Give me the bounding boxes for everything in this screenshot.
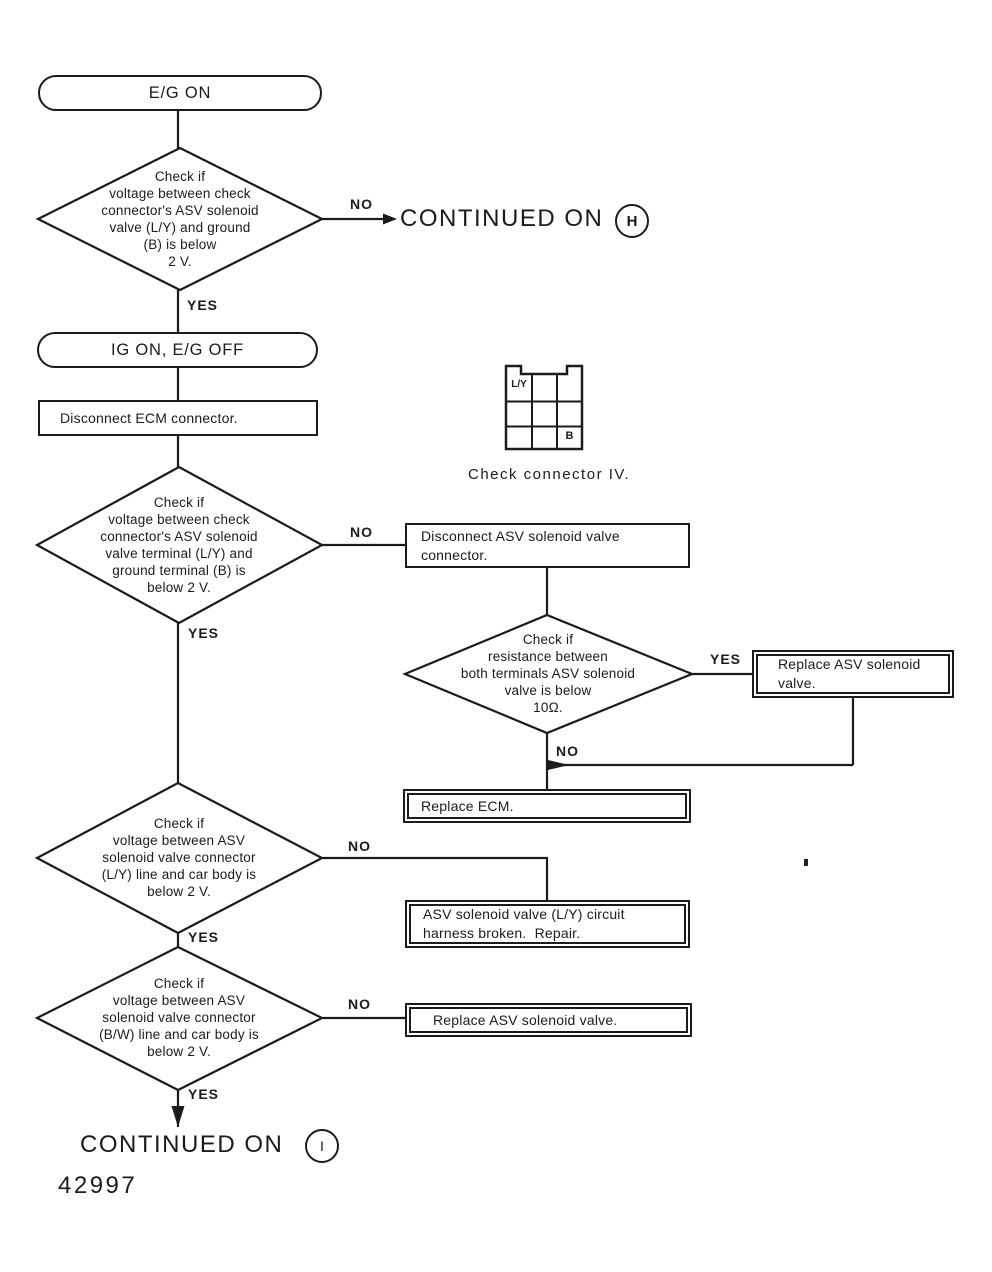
replace-valve2-box: Replace ASV solenoid valve.	[405, 1003, 692, 1037]
start-terminal-label: E/G ON	[148, 83, 212, 102]
arrowhead-continued-i	[171, 1106, 185, 1127]
disconnect-asv-box: Disconnect ASV solenoid valve connector.	[405, 523, 690, 568]
scan-artifact-speck	[804, 859, 808, 866]
check4-text: Check if voltage between ASV solenoid va…	[101, 816, 257, 899]
continued-h-ref-letter: H	[626, 212, 638, 230]
start-terminal: E/G ON	[38, 75, 322, 111]
check2-yes-label: YES	[188, 625, 220, 641]
arrowhead-merge	[548, 760, 569, 770]
check2-diamond	[34, 465, 325, 625]
check4-yes-label: YES	[188, 929, 220, 945]
continued-h-label: CONTINUED ON	[400, 205, 604, 232]
check3-no-label: NO	[556, 743, 579, 759]
check2-text: Check if voltage between check connector…	[100, 495, 258, 595]
continued-i-ref-circle: I	[305, 1129, 339, 1163]
connector-cell-ly-label: L/Y	[511, 379, 527, 390]
check5-diamond	[34, 945, 325, 1092]
line-check4-no	[322, 856, 549, 900]
harness-repair-box: ASV solenoid valve (L/Y) circuit harness…	[405, 900, 690, 948]
connector-caption: Check connector IV.	[468, 466, 631, 483]
check1-no-label: NO	[350, 196, 373, 212]
ig-on-terminal: IG ON, E/G OFF	[37, 332, 318, 368]
continued-i-label: CONTINUED ON	[80, 1131, 284, 1158]
replace-valve-box: Replace ASV solenoid valve.	[752, 650, 954, 698]
disconnect-asv-label: Disconnect ASV solenoid valve connector.	[421, 527, 620, 563]
check2-no-label: NO	[350, 524, 373, 540]
check1-yes-label: YES	[187, 297, 219, 313]
connector-housing-outline	[504, 364, 584, 451]
ig-on-terminal-label: IG ON, E/G OFF	[110, 340, 245, 359]
check4-diamond	[34, 781, 325, 935]
check5-no-label: NO	[348, 996, 371, 1012]
replace-valve-label: Replace ASV solenoid valve.	[778, 656, 921, 691]
continued-i-ref-letter: I	[320, 1138, 324, 1154]
harness-repair-label: ASV solenoid valve (L/Y) circuit harness…	[423, 906, 625, 941]
check1-diamond	[35, 146, 325, 292]
arrowhead-check1-no	[383, 213, 397, 225]
check5-text: Check if voltage between ASV solenoid va…	[99, 976, 259, 1059]
check3-text: Check if resistance between both termina…	[460, 632, 636, 715]
check1-text: Check if voltage between check connector…	[101, 169, 259, 269]
disconnect-ecm-box: Disconnect ECM connector.	[38, 400, 318, 436]
check4-no-label: NO	[348, 838, 371, 854]
check3-yes-label: YES	[710, 651, 742, 667]
disconnect-ecm-label: Disconnect ECM connector.	[60, 409, 238, 426]
replace-valve2-label: Replace ASV solenoid valve.	[433, 1011, 618, 1028]
figure-number: 42997	[58, 1172, 138, 1199]
connector-cell-b-label: B	[565, 430, 574, 442]
replace-ecm-box: Replace ECM.	[403, 789, 691, 823]
check3-diamond	[402, 613, 695, 735]
replace-ecm-label: Replace ECM.	[421, 797, 514, 814]
check5-yes-label: YES	[188, 1086, 220, 1102]
continued-h-ref-circle: H	[615, 204, 649, 238]
